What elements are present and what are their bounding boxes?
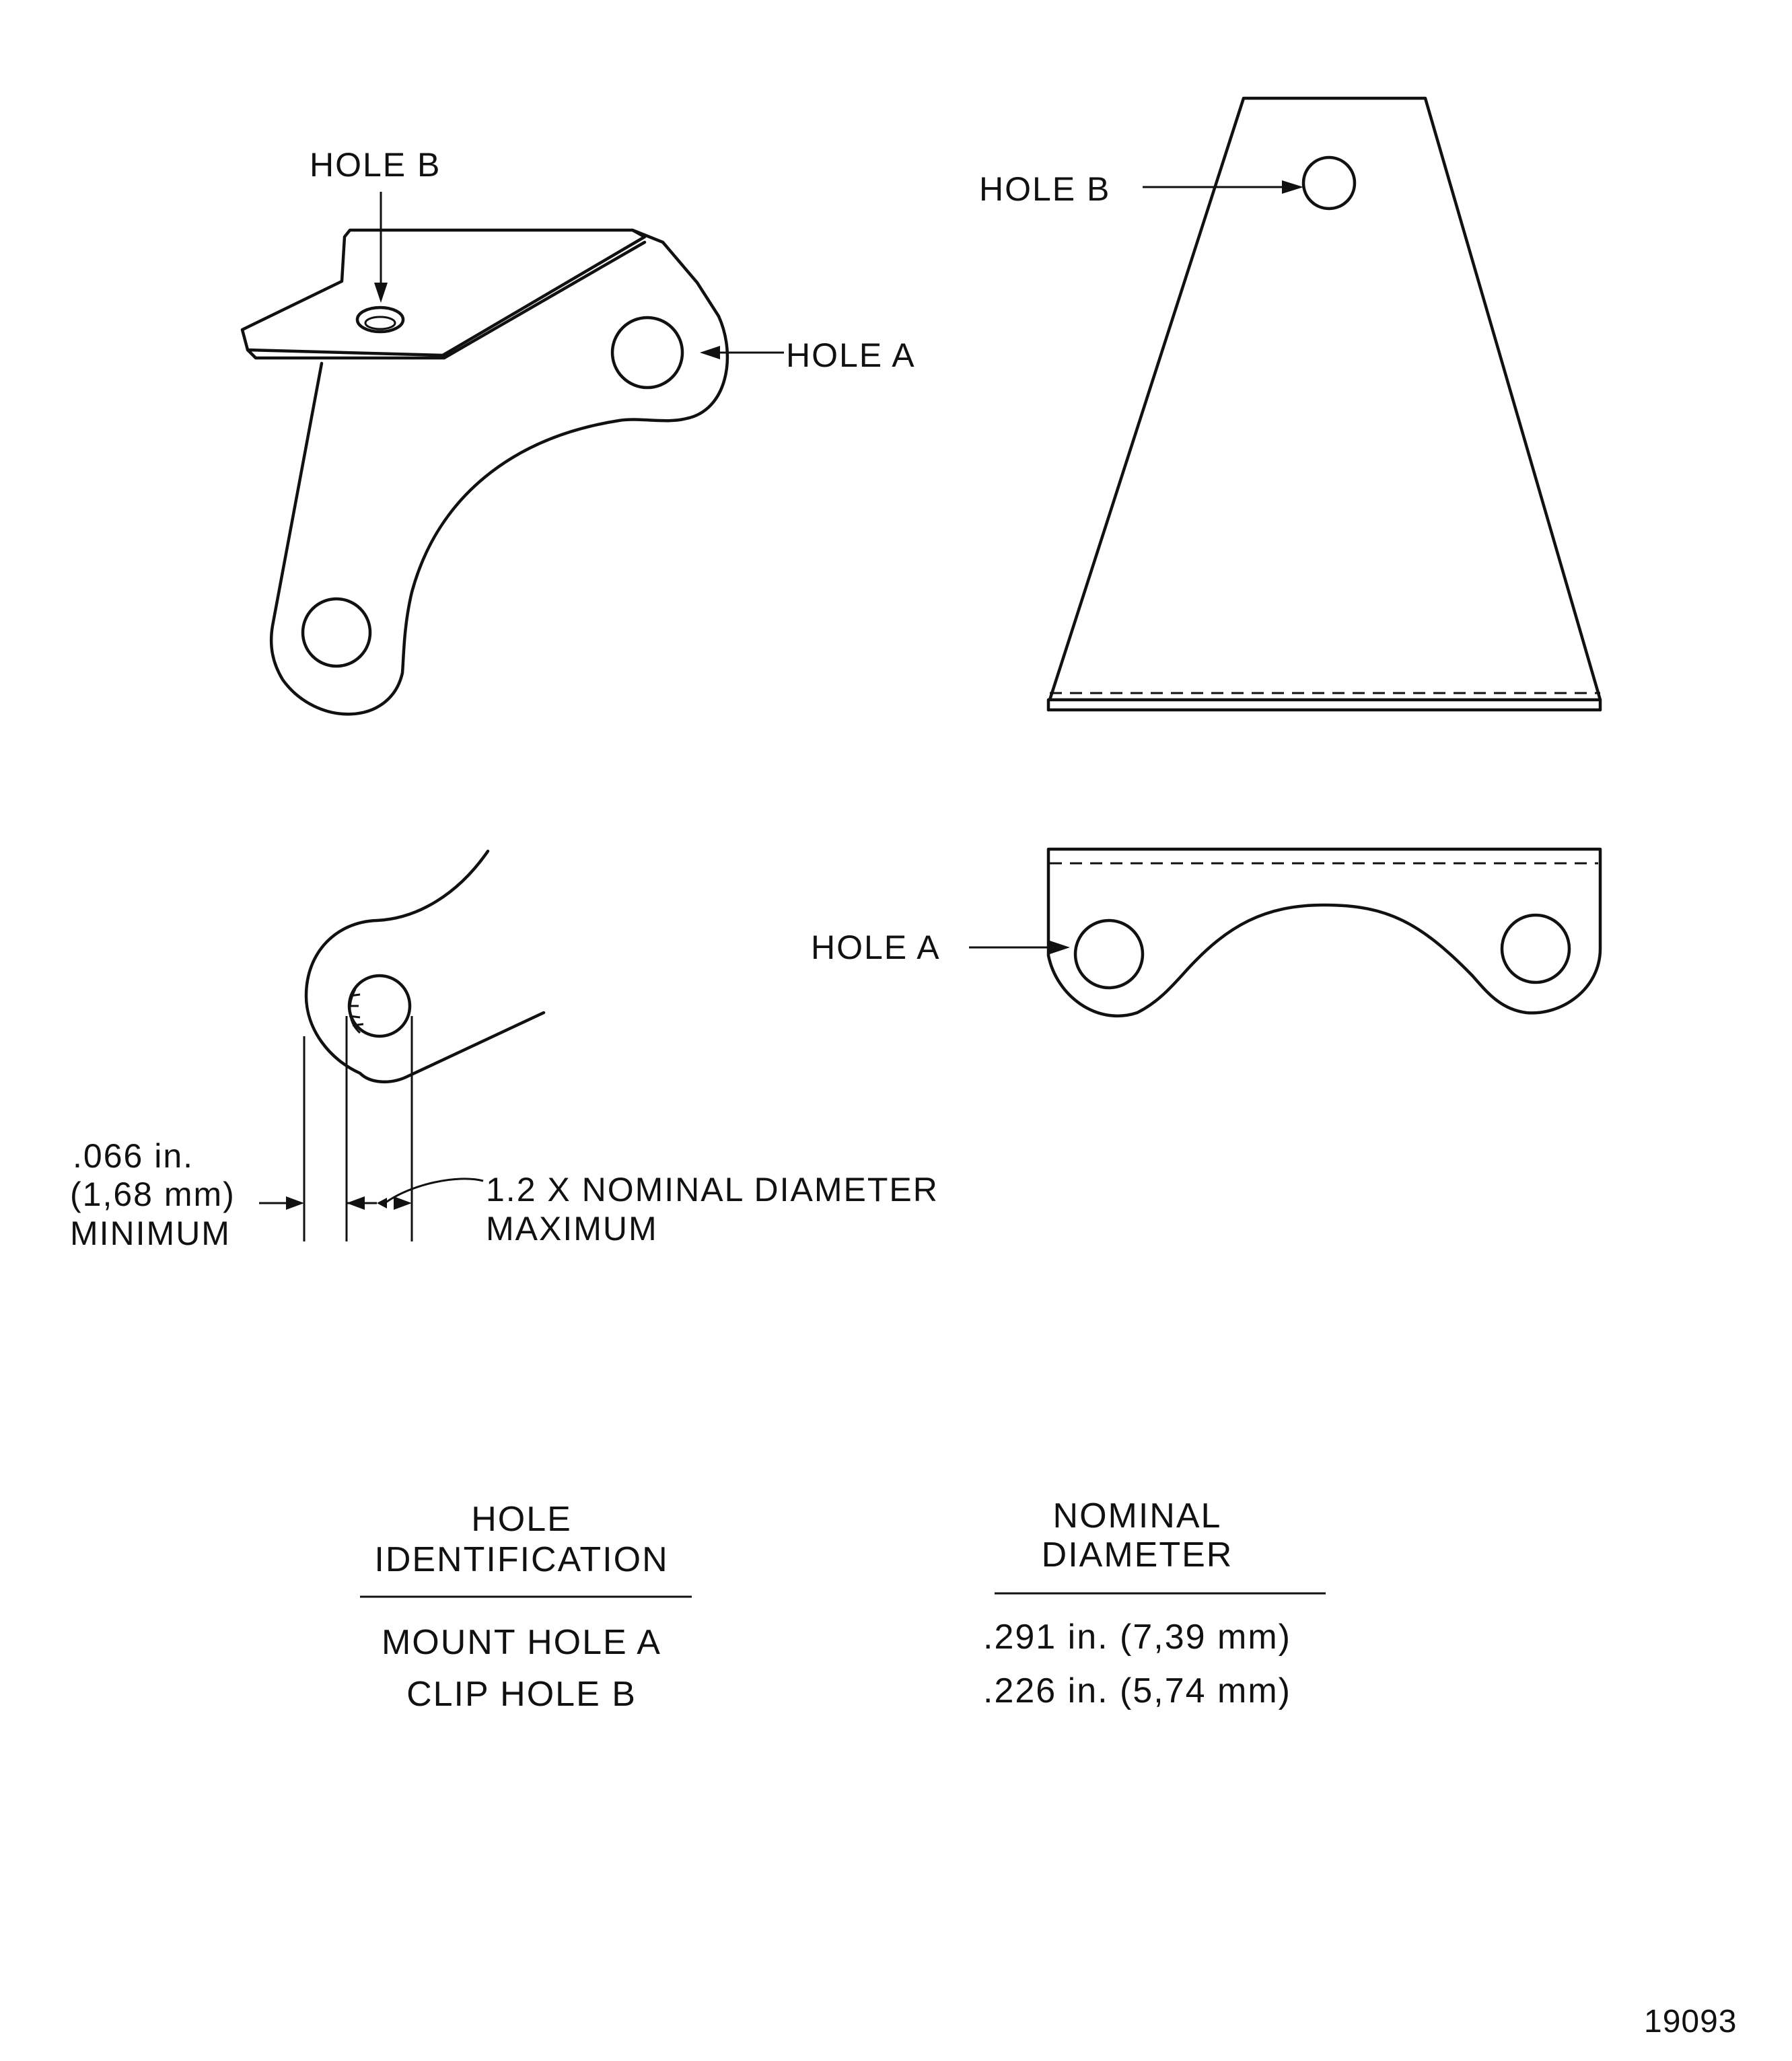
hole-dim-text-2: MAXIMUM <box>486 1210 658 1248</box>
table-row-2-hole: CLIP HOLE B <box>406 1675 637 1714</box>
table-header-col2-line2: DIAMETER <box>1042 1535 1233 1575</box>
edge-dim-text-1: .066 in. <box>73 1137 194 1175</box>
bracket-top-flange <box>240 228 721 360</box>
table-header-col1-line1: HOLE <box>471 1500 572 1539</box>
side-view-hole-a <box>1073 918 1145 990</box>
figure-number: 19093 <box>1644 2004 1737 2039</box>
side-view-hole-a-label: HOLE A <box>811 929 941 966</box>
side-view: HOLE A <box>811 847 1602 1017</box>
edge-distance-detail: .066 in. (1,68 mm) MINIMUM 1.2 X NOMINAL… <box>70 849 939 1252</box>
table-row-1-diameter: .291 in. (7,39 mm) <box>983 1618 1291 1657</box>
table-header-col1-line2: IDENTIFICATION <box>374 1540 668 1579</box>
top-view-hole-b <box>1301 155 1357 211</box>
iso-hole-a <box>610 316 684 390</box>
iso-hole-b <box>355 305 405 334</box>
hole-diameter-table: HOLE IDENTIFICATION NOMINAL DIAMETER MOU… <box>360 1496 1326 1714</box>
table-row-1-hole: MOUNT HOLE A <box>382 1623 661 1662</box>
iso-hole-b-label: HOLE B <box>310 146 441 184</box>
table-row-2-diameter: .226 in. (5,74 mm) <box>983 1671 1291 1710</box>
isometric-bracket-view: HOLE B HOLE A <box>240 146 916 716</box>
table-header-col2-line1: NOMINAL <box>1053 1496 1222 1535</box>
detail-outline <box>304 849 546 1084</box>
hole-dim-text-1: 1.2 X NOMINAL DIAMETER <box>486 1171 939 1208</box>
side-view-outline <box>1046 847 1602 1017</box>
side-view-hole-right <box>1500 913 1571 984</box>
edge-dim-text-2: (1,68 mm) <box>70 1176 236 1213</box>
top-view-hole-b-label: HOLE B <box>979 170 1110 208</box>
top-view: HOLE B <box>979 96 1602 712</box>
bracket-body <box>269 314 729 716</box>
iso-hole-a-label: HOLE A <box>786 336 916 374</box>
edge-dim-text-3: MINIMUM <box>70 1215 231 1252</box>
iso-lower-hole <box>301 597 372 668</box>
trapezoid-outline <box>1048 96 1602 702</box>
